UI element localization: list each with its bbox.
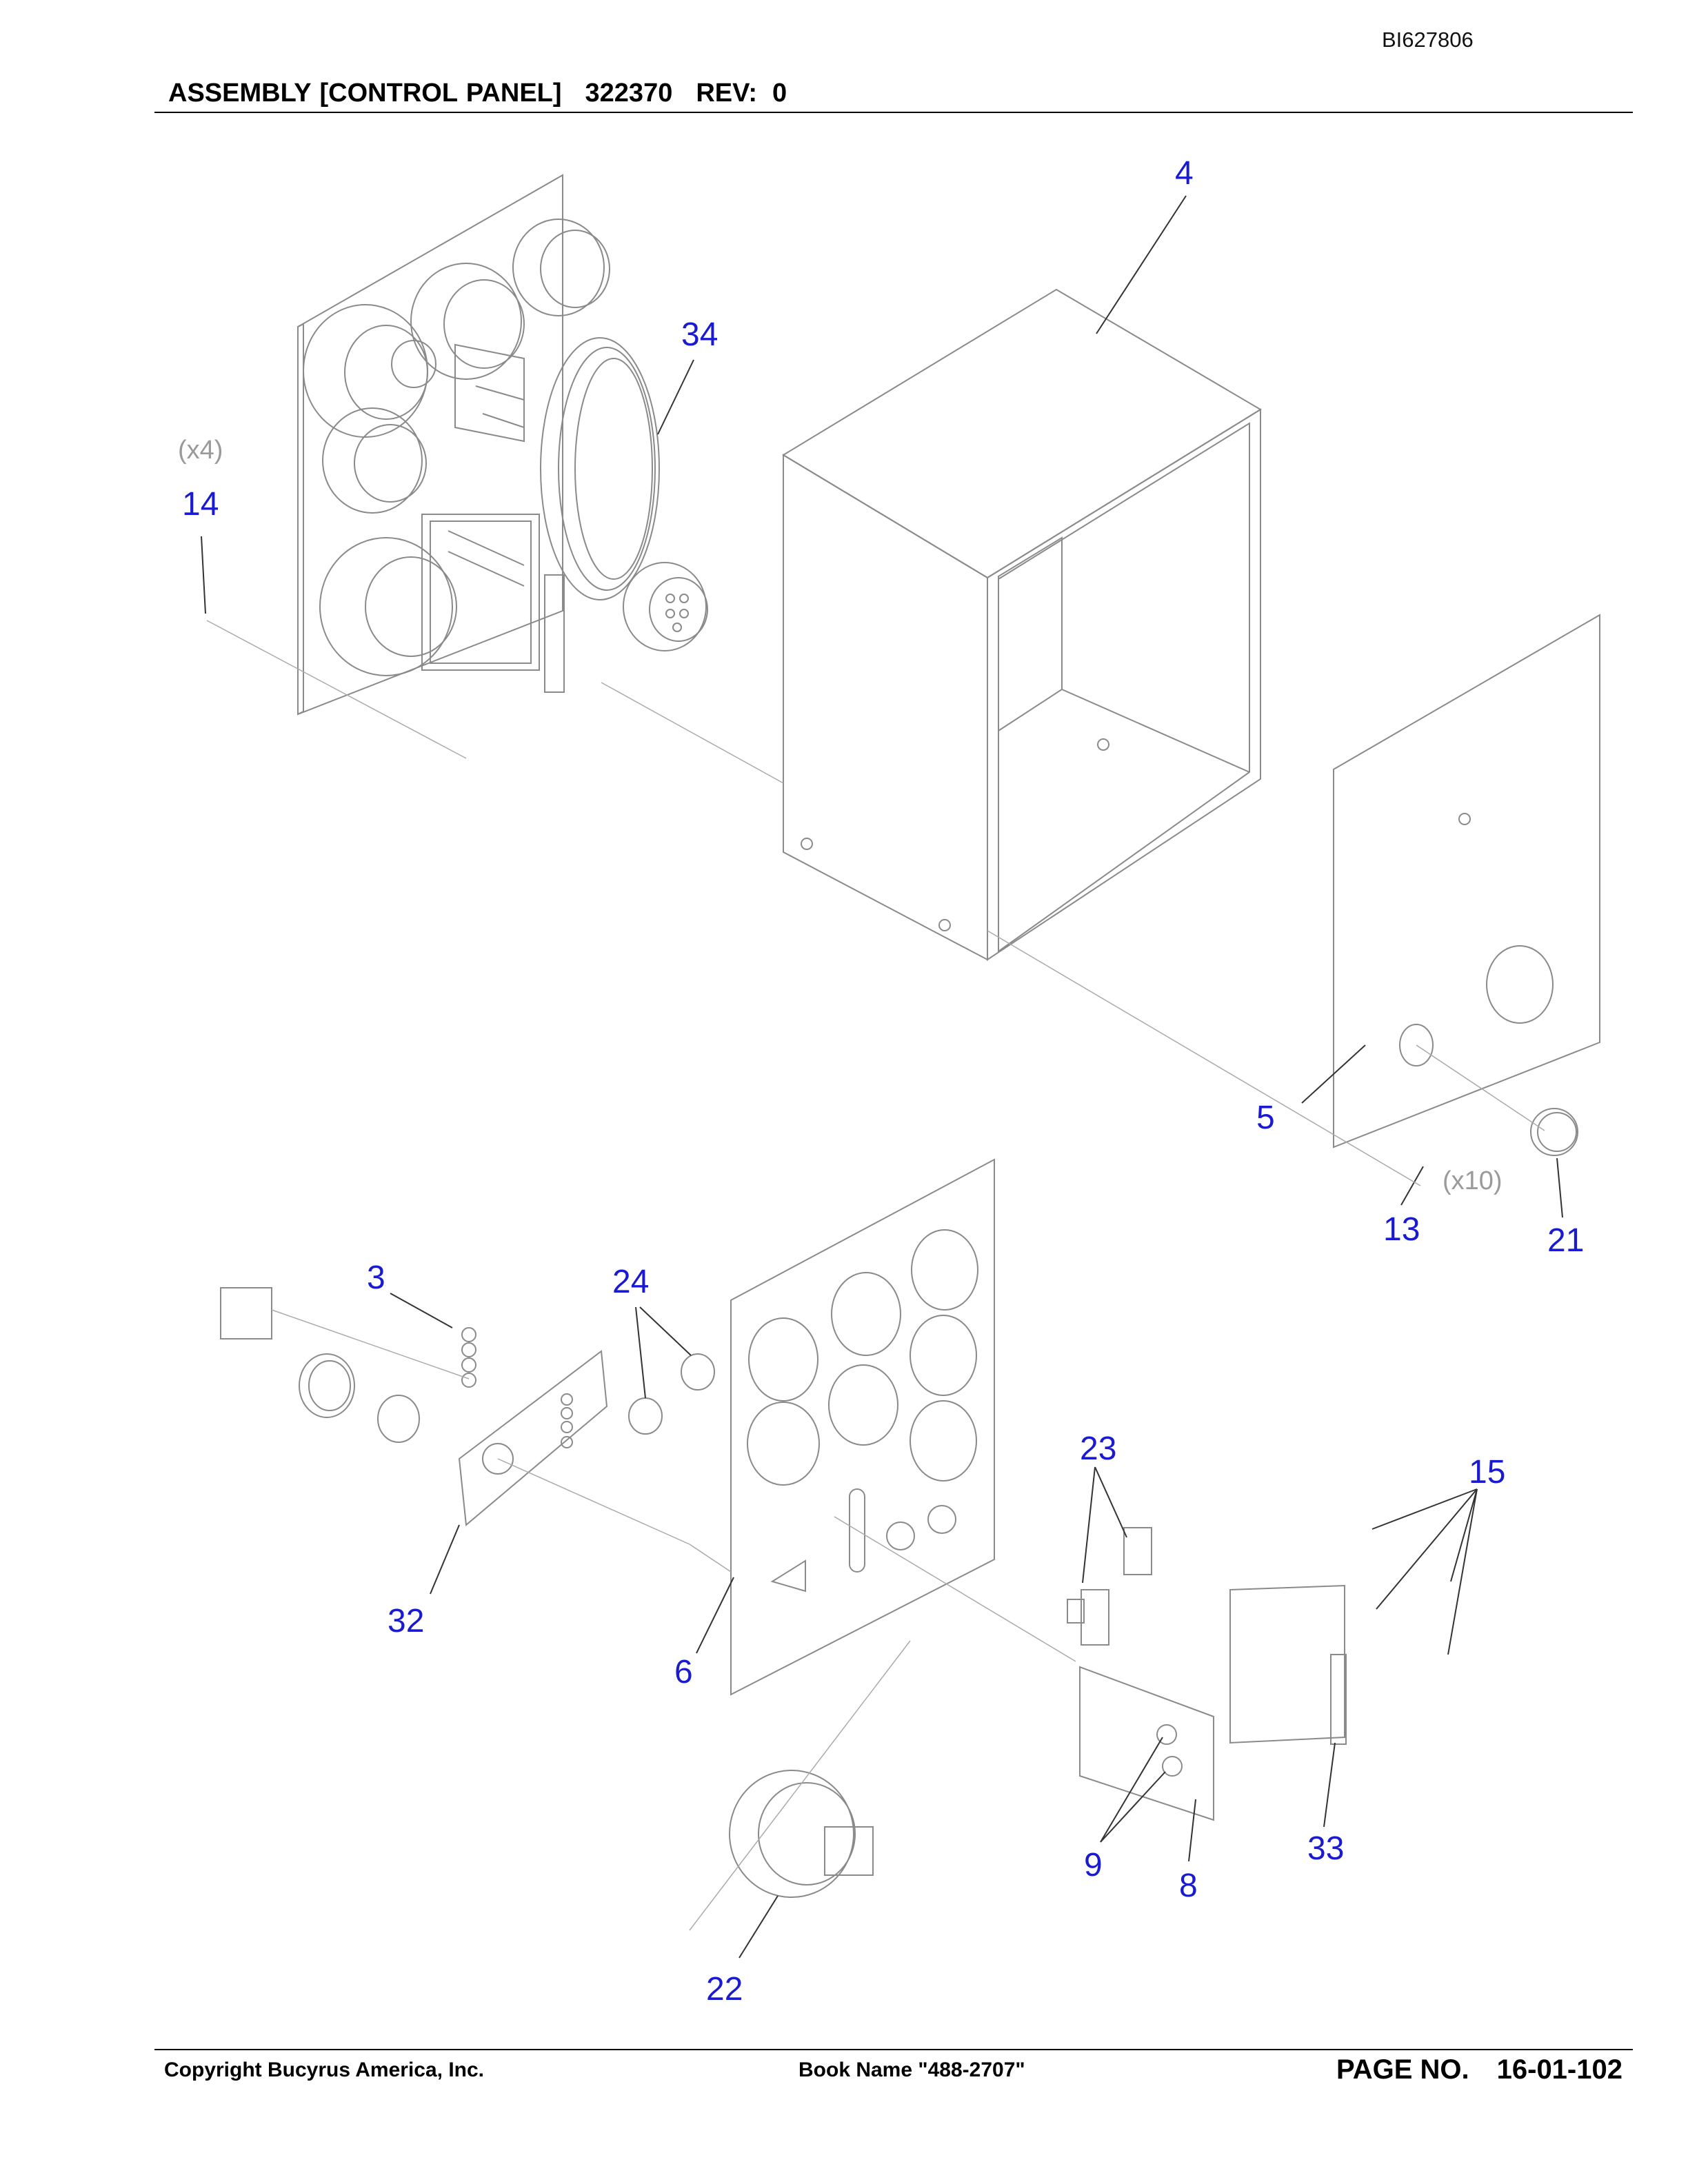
- page-label: PAGE NO.: [1336, 2054, 1469, 2085]
- connector-plug: [729, 1770, 874, 1898]
- callout-3: 3: [367, 1260, 385, 1296]
- callout-23: 23: [1080, 1430, 1117, 1467]
- callout-33: 33: [1307, 1830, 1345, 1867]
- callout-34: 34: [681, 316, 719, 353]
- callout-14: 14: [182, 486, 219, 523]
- toggle-switches: [1067, 1527, 1152, 1646]
- copyright: Copyright Bucyrus America, Inc.: [164, 2059, 485, 2081]
- switch-plate: [458, 1350, 608, 1526]
- page-title: ASSEMBLY [CONTROL PANEL] 322370 REV: 0: [168, 79, 810, 108]
- callout-9: 9: [1084, 1847, 1103, 1883]
- part-number: 322370: [585, 79, 673, 108]
- callout-6: 6: [674, 1654, 693, 1690]
- document-id: BI627806: [1382, 28, 1474, 52]
- callout-5: 5: [1256, 1100, 1275, 1136]
- front-panel-upper: [297, 174, 563, 716]
- key-switch-parts: [220, 1287, 715, 1443]
- callout-4: 4: [1175, 155, 1194, 192]
- footer-rule: [154, 2049, 1633, 2050]
- callout-22: 22: [706, 1971, 743, 2008]
- callout-13: 13: [1383, 1211, 1420, 1248]
- enclosure-box: [782, 288, 1262, 961]
- page-number-block: PAGE NO. 16-01-102: [1336, 2054, 1622, 2085]
- page-number: 16-01-102: [1496, 2054, 1622, 2085]
- callout-21: 21: [1547, 1222, 1585, 1259]
- circuit-board-assembly: [1079, 1584, 1347, 1821]
- wire-harness-coil: [540, 337, 708, 651]
- leader-lines: [201, 195, 1563, 1959]
- rev-value: 0: [772, 79, 787, 108]
- callout-15: 15: [1469, 1454, 1506, 1490]
- callout-8: 8: [1179, 1868, 1198, 1904]
- rev-label: REV:: [696, 79, 758, 108]
- callout-32: 32: [388, 1603, 425, 1639]
- title-text: ASSEMBLY [CONTROL PANEL]: [168, 79, 562, 108]
- back-cover-plate: [1333, 614, 1600, 1156]
- gauge-cluster: [303, 219, 610, 693]
- assembly-lines: [206, 620, 1545, 1931]
- book-name: Book Name "488-2707": [798, 2059, 1025, 2081]
- callout-24: 24: [612, 1264, 650, 1300]
- front-panel-lower: [730, 1158, 995, 1696]
- qty-14: (x4): [178, 436, 223, 465]
- header-rule: [154, 112, 1633, 113]
- qty-13: (x10): [1443, 1166, 1503, 1195]
